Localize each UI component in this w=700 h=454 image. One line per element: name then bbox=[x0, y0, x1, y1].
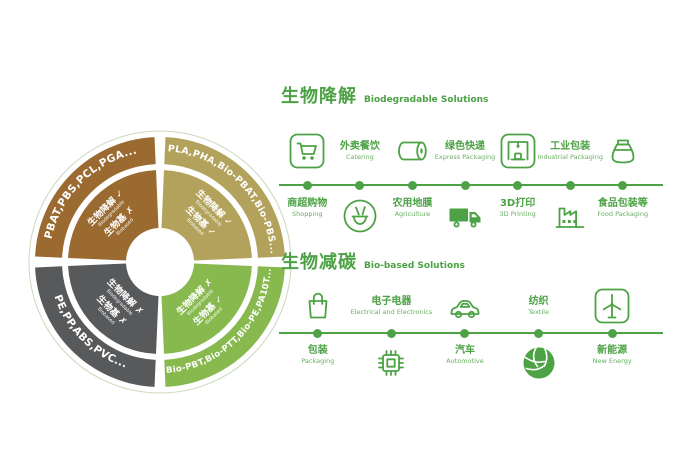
timeline-dot bbox=[565, 180, 575, 190]
caption-bottom-right: 生物降解 ✗ Biodegradable 生物基 ✓ Biobased bbox=[174, 276, 226, 328]
timeline: 包装 Packaging 电子电器 Electrical and Electro… bbox=[279, 286, 663, 407]
pouch-icon bbox=[611, 139, 635, 164]
item-label-zh: 汽车 bbox=[454, 345, 475, 356]
item-label-zh: 食品包装等 bbox=[597, 198, 648, 209]
timeline-dot bbox=[355, 180, 365, 190]
section-biodegradable: 生物降解 Biodegradable Solutions 商超购物 Sho bbox=[279, 82, 665, 260]
timeline-item-industrial-packaging: 工业包装 Industrial Packaging bbox=[537, 125, 603, 260]
timeline-dot bbox=[607, 328, 617, 338]
item-label-zh: 3D打印 bbox=[499, 198, 536, 209]
timeline-dot bbox=[618, 180, 628, 190]
ring-top-right bbox=[164, 137, 285, 258]
timeline-dot bbox=[513, 180, 523, 190]
item-label: 工业包装 Industrial Packaging bbox=[537, 141, 603, 161]
timeline-item-3d-printing: 3D打印 3D Printing bbox=[491, 125, 544, 260]
wheel-outline-ring bbox=[28, 130, 292, 394]
sector-top-right bbox=[161, 170, 252, 261]
takeout-bowl-icon bbox=[343, 199, 377, 233]
item-label-en: Electrical and Electronics bbox=[350, 308, 433, 316]
yarn-ball-icon bbox=[523, 347, 555, 379]
wind-turbine-icon bbox=[594, 288, 630, 324]
section-bio-based: 生物减碳 Bio-based Solutions 包装 Packaging bbox=[279, 248, 665, 407]
chip-icon bbox=[378, 350, 405, 376]
item-label-en: Food Packaging bbox=[597, 210, 649, 218]
item-label-zh: 商超购物 bbox=[287, 198, 328, 209]
item-label-zh: 新能源 bbox=[597, 345, 628, 356]
item-label-zh: 绿色快递 bbox=[445, 141, 486, 152]
item-label-en: Express Packaging bbox=[434, 153, 496, 161]
item-label: 包装 Packaging bbox=[301, 345, 334, 365]
timeline-item-automotive: 汽车 Automotive bbox=[428, 286, 502, 407]
timeline-dot bbox=[460, 180, 470, 190]
item-label: 纺织 Textile bbox=[528, 296, 549, 316]
timeline-line bbox=[279, 332, 663, 334]
item-label-en: Textile bbox=[528, 308, 549, 316]
item-label: 食品包装等 Food Packaging bbox=[597, 198, 648, 218]
section-header: 生物降解 Biodegradable Solutions bbox=[281, 82, 665, 107]
ring-top-left bbox=[35, 137, 156, 258]
item-label-en: Shopping bbox=[292, 210, 323, 218]
ring-bottom-left bbox=[35, 266, 156, 387]
item-label-en: New Energy bbox=[592, 357, 632, 365]
ring-bottom-right bbox=[164, 266, 285, 387]
item-label-zh: 包装 bbox=[307, 345, 328, 356]
item-label-en: Packaging bbox=[301, 357, 335, 365]
item-label-zh: 工业包装 bbox=[550, 141, 591, 152]
item-label-en: 3D Printing bbox=[499, 210, 536, 218]
item-label-en: Industrial Packaging bbox=[537, 153, 603, 161]
timeline-item-electronics: 电子电器 Electrical and Electronics bbox=[351, 286, 432, 407]
sector-bottom-right bbox=[161, 263, 252, 354]
3d-printer-icon bbox=[500, 133, 535, 169]
item-label-en: Agriculture bbox=[394, 210, 431, 218]
timeline-item-food-packaging: 食品包装等 Food Packaging bbox=[596, 125, 649, 260]
timeline-dot bbox=[460, 328, 470, 338]
timeline-item-new-energy: 新能源 New Energy bbox=[575, 286, 649, 407]
caption-bottom-left: 生物降解 ✗ Biodegradable 生物基 ✗ Biobased bbox=[94, 276, 146, 328]
delivery-truck-icon bbox=[449, 208, 481, 228]
section-header: 生物减碳 Bio-based Solutions bbox=[281, 248, 665, 273]
car-icon bbox=[450, 300, 480, 319]
film-roll-icon bbox=[398, 141, 428, 161]
item-label-zh: 农用地膜 bbox=[392, 198, 433, 209]
item-label-zh: 电子电器 bbox=[371, 296, 412, 307]
shopping-cart-icon bbox=[289, 133, 325, 169]
item-label: 外卖餐饮 Catering bbox=[340, 141, 380, 161]
timeline: 商超购物 Shopping 外卖餐饮 Catering bbox=[279, 125, 663, 260]
section-title-zh: 生物减碳 bbox=[281, 252, 357, 273]
item-label: 电子电器 Electrical and Electronics bbox=[351, 296, 433, 316]
timeline-item-textile: 纺织 Textile bbox=[502, 286, 576, 407]
item-label-zh: 外卖餐饮 bbox=[339, 141, 380, 152]
material-classification-wheel: PBAT,PBS,PCL,PGA... PLA,PHA,Bio-PBAT,Bio… bbox=[28, 130, 292, 394]
timeline-dot bbox=[386, 328, 396, 338]
item-label: 新能源 New Energy bbox=[593, 345, 632, 365]
sector-top-left bbox=[68, 170, 159, 261]
timeline-dot bbox=[313, 328, 323, 338]
sector-bottom-left bbox=[68, 263, 159, 354]
timeline-dot bbox=[302, 180, 312, 190]
item-label-en: Catering bbox=[345, 153, 374, 161]
item-label: 汽车 Automotive bbox=[446, 345, 484, 365]
item-label: 商超购物 Shopping bbox=[287, 198, 327, 218]
timeline-item-express: 绿色快递 Express Packaging bbox=[435, 125, 495, 260]
item-label-zh: 纺织 bbox=[528, 296, 549, 307]
factory-icon bbox=[555, 207, 585, 228]
item-label: 农用地膜 Agriculture bbox=[392, 198, 432, 218]
section-title-en: Bio-based Solutions bbox=[364, 261, 465, 271]
timeline-item-agriculture: 农用地膜 Agriculture bbox=[386, 125, 439, 260]
timeline-item-catering: 外卖餐饮 Catering bbox=[334, 125, 387, 260]
shopping-bag-icon bbox=[308, 292, 328, 319]
timeline-item-shopping: 商超购物 Shopping bbox=[281, 125, 334, 260]
item-label-en: Automotive bbox=[446, 357, 484, 365]
timeline-item-packaging: 包装 Packaging bbox=[281, 286, 355, 407]
item-label: 绿色快递 Express Packaging bbox=[435, 141, 495, 161]
section-title-en: Biodegradable Solutions bbox=[364, 95, 489, 105]
item-label: 3D打印 3D Printing bbox=[499, 198, 535, 218]
section-title-zh: 生物降解 bbox=[281, 86, 357, 107]
timeline-dot bbox=[534, 328, 544, 338]
timeline-line bbox=[279, 184, 663, 186]
timeline-dot bbox=[407, 180, 417, 190]
